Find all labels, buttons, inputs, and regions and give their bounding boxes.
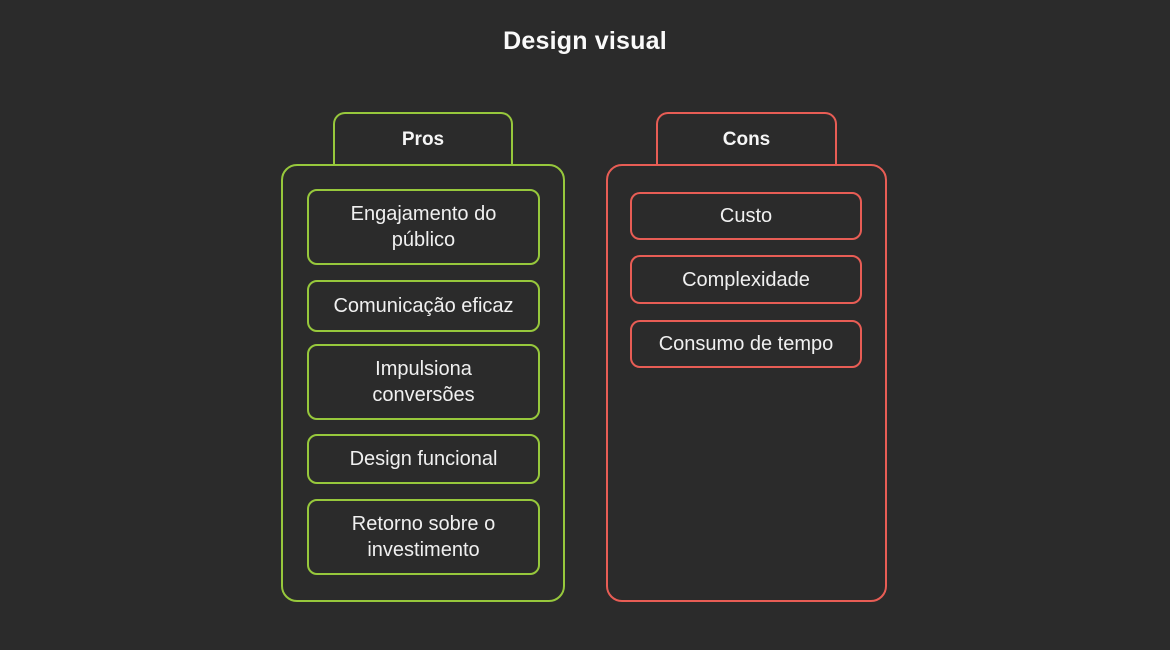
- pros-tab-label: Pros: [401, 129, 445, 150]
- cons-container: [606, 164, 887, 602]
- pros-item: Design funcional: [307, 434, 540, 484]
- cons-tab: Cons: [656, 112, 837, 166]
- pros-item: Engajamento do público: [307, 189, 540, 265]
- pros-item: Comunicação eficaz: [307, 280, 540, 332]
- cons-item: Custo: [630, 192, 862, 240]
- cons-item: Complexidade: [630, 255, 862, 304]
- pros-tab: Pros: [333, 112, 513, 166]
- pros-container: [281, 164, 565, 602]
- pros-item: Retorno sobre o investimento: [307, 499, 540, 575]
- pros-item: Impulsiona conversões: [307, 344, 540, 420]
- diagram-title: Design visual: [503, 27, 667, 55]
- cons-tab-label: Cons: [722, 129, 771, 150]
- cons-item: Consumo de tempo: [630, 320, 862, 368]
